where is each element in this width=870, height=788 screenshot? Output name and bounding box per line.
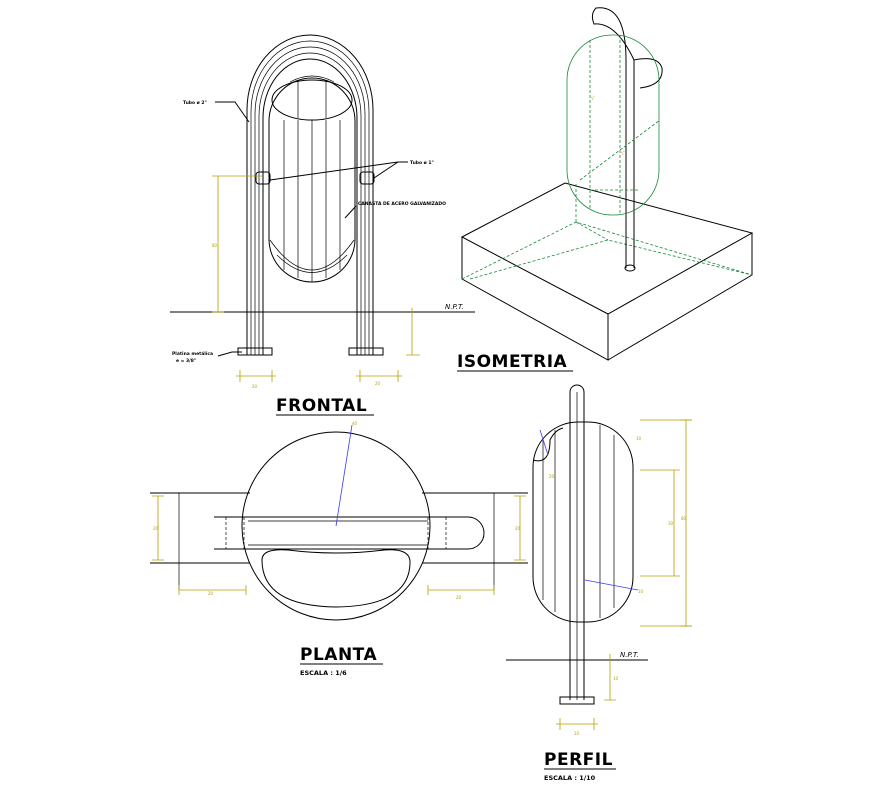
perfil-view: N.P.T. 30 80 10 10 20 10 10 PERFIL ESCAL… [506,384,692,782]
isometria-title: ISOMETRIA [457,352,568,372]
frontal-dim-base [406,308,420,356]
perfil-base-plate [559,696,595,705]
iso-dim-2: 1" [620,149,626,156]
perfil-dim-base [556,718,598,730]
frontal-basket-bottom-ribs [269,239,355,273]
planta-dim-left [152,495,164,561]
planta-leader [335,424,353,527]
perfil-dim-left-text: 20 [549,474,555,479]
frontal-arch-4 [258,52,362,355]
perfil-npt-label: N.P.T. [620,651,639,659]
planta-title: PLANTA [300,645,377,665]
frontal-bolt-left [255,171,271,185]
perfil-scale: ESCALA : 1/10 [544,774,596,782]
perfil-title: PERFIL [544,750,613,770]
frontal-dim-vertical-text: 80 [212,243,218,248]
frontal-leader-tubo1 [269,161,408,181]
frontal-bolt-right [359,171,375,185]
iso-base-right [607,233,753,361]
iso-basket [566,34,660,216]
planta-dim-bl-text: 20 [208,591,214,596]
frontal-leader-tubo2 [215,101,250,123]
frontal-arch-3 [254,46,366,355]
perfil-leader [539,429,549,456]
planta-scale: ESCALA : 1/6 [300,669,347,677]
planta-basket-circle [241,431,431,621]
perfil-pole [569,384,585,700]
planta-bolt-right [427,517,447,549]
perfil-dim-vertical [604,654,616,701]
frontal-dim-vertical [212,175,262,313]
frontal-dim-plate-right-text: 20 [375,381,381,386]
planta-dim-right-text: 20 [515,526,521,531]
iso-base-left [461,237,609,361]
planta-view: 40 20 20 20 20 PLANTA ESCALA : 1/6 [150,421,528,677]
frontal-label-platina-1: Platina metálica [172,350,213,357]
iso-hidden-lines [461,183,753,280]
perfil-dim-right [680,419,692,627]
frontal-base-plate-right [348,347,384,356]
frontal-label-canasta: CANASTA DE ACERO GALVANIZADO [358,201,446,207]
frontal-label-tubo2: Tubo ø 2" [183,100,207,106]
frontal-basket-top-ribs [289,75,335,118]
isometric-view: 1" 1" ISOMETRIA [457,7,754,372]
frontal-view: N.P.T. 80 20 20 Tubo ø 2" Tubo ø 1" CANA… [170,34,475,416]
planta-tube [214,516,485,550]
perfil-dim-top-text: 10 [636,436,642,441]
iso-dim-1: 1" [590,94,596,101]
planta-tube-inner [248,520,428,546]
frontal-leader-platina [217,351,242,357]
perfil-basket [532,421,634,623]
planta-dim-br-text: 20 [456,595,462,600]
perfil-leader-2 [584,579,639,591]
planta-dim-right [514,495,526,561]
planta-dim-right-ext [422,492,528,564]
frontal-dim-plate-right [356,370,402,382]
perfil-dim-right-text: 30 [668,521,674,526]
planta-leader-text: 40 [352,421,358,426]
iso-pole [591,7,635,268]
frontal-dim-plate-left-text: 20 [252,384,258,389]
frontal-leader-canasta [344,205,357,219]
iso-pole-hook [633,58,663,89]
perfil-dim-right-2 [640,419,692,627]
frontal-arch-outer [246,34,374,355]
frontal-npt-label: N.P.T. [445,303,464,311]
perfil-dim-right-text-2: 80 [681,516,687,521]
planta-dim-bottom-left [178,585,247,595]
perfil-basket-cut [532,427,564,462]
iso-pole-foot [624,264,636,272]
planta-dim-left-text: 20 [153,526,159,531]
planta-opening [261,549,411,608]
perfil-dim-base-text: 10 [574,731,580,736]
frontal-basket-top-ellipse [271,79,353,121]
frontal-title: FRONTAL [276,396,367,416]
frontal-arch-2 [250,40,370,355]
perfil-dim-bottom-text: 10 [638,589,644,594]
planta-dim-left-ext [150,492,250,564]
planta-dim-bottom-right [427,585,495,595]
frontal-label-platina-2: e = 3/8" [176,358,196,364]
perfil-basket-ribs [542,425,615,618]
frontal-basket-bars [283,120,341,282]
frontal-label-tubo1: Tubo ø 1" [410,160,434,166]
frontal-dim-plate-left [236,370,276,382]
iso-base-top [460,182,754,315]
iso-basket-hidden [579,35,661,215]
planta-bolt-left [225,517,245,549]
frontal-arch-inner [262,58,358,355]
perfil-dim-vertical-text: 10 [613,676,619,681]
